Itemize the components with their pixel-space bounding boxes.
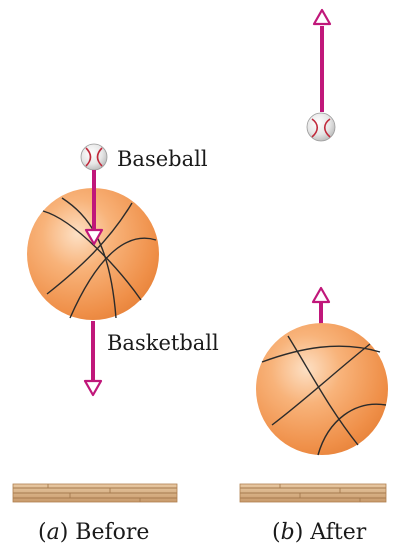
caption-after: (b) After <box>272 520 367 545</box>
baseball-after-arrow <box>314 10 330 112</box>
panel-after: (b) After <box>240 10 388 545</box>
floor-before <box>13 484 177 502</box>
floor-after <box>240 484 386 502</box>
baseball-before <box>81 144 107 170</box>
caption-before: (a) Before <box>38 520 149 545</box>
baseball-label: Baseball <box>117 147 208 171</box>
basketball-after-arrow <box>313 288 329 328</box>
basketball-before-arrow <box>85 321 101 395</box>
baseball-after <box>307 113 335 141</box>
panel-before: Baseball Basketball (a) Before <box>13 144 219 545</box>
basketball-label: Basketball <box>107 331 219 355</box>
basketball-after <box>256 323 388 455</box>
